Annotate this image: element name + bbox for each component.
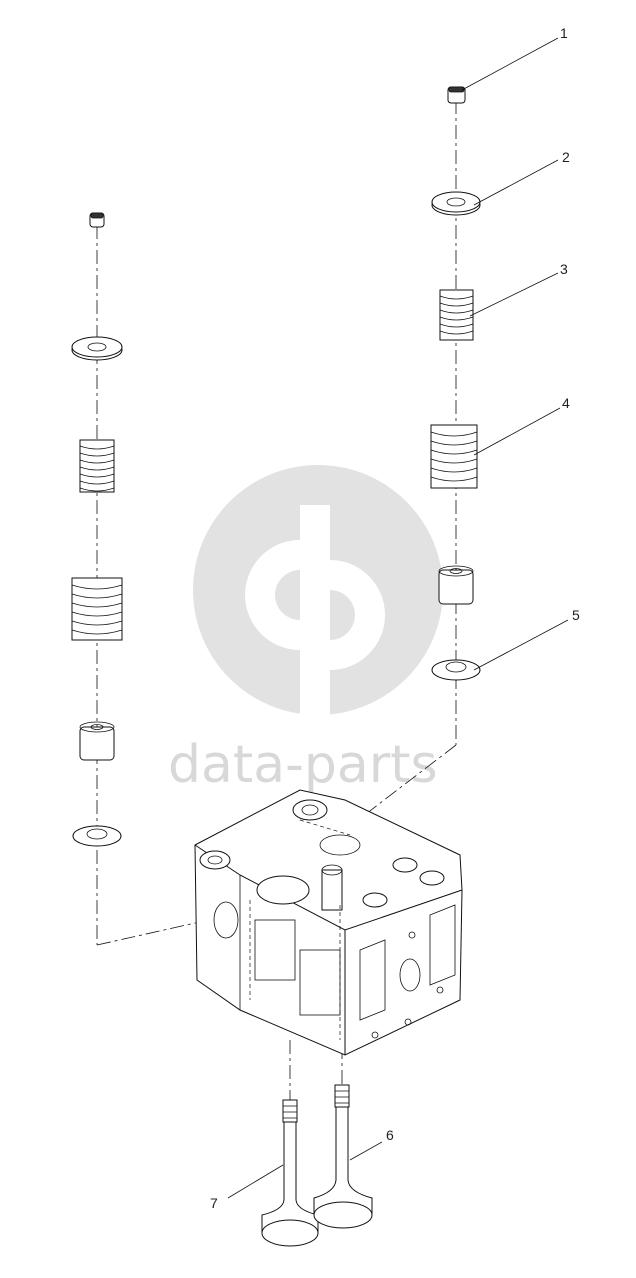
- callout-1: 1: [560, 25, 568, 41]
- valve-collet: [447, 86, 466, 104]
- left-inner-spring: [79, 439, 115, 493]
- left-outer-spring: [71, 577, 123, 641]
- left-valve-collet: [89, 212, 105, 228]
- callout-6: 6: [386, 1127, 394, 1143]
- left-spring-retainer: [71, 336, 123, 361]
- left-valve-stack: [71, 212, 123, 847]
- valve-stem-seal: [438, 565, 474, 605]
- exhaust-valve: [313, 1084, 373, 1229]
- callout-2: 2: [562, 149, 570, 165]
- cylinder-head: [194, 789, 463, 1056]
- watermark-text: data-parts: [168, 735, 438, 795]
- callout-labels: 1 2 3 4 5 6 7: [210, 25, 580, 1211]
- watermark-right-bowl: [330, 560, 385, 670]
- intake-valve: [261, 1099, 319, 1247]
- left-valve-spring-seat: [72, 825, 122, 847]
- right-valve-stack: [430, 86, 481, 681]
- valve-spring-seat: [431, 659, 481, 681]
- outer-valve-spring: [430, 424, 478, 489]
- inner-valve-spring: [439, 289, 474, 341]
- callout-leaders: [227, 37, 569, 1199]
- watermark-bar: [300, 505, 330, 730]
- left-valve-stem-seal: [79, 721, 115, 761]
- watermark: data-parts: [168, 465, 443, 795]
- callout-4: 4: [562, 395, 570, 411]
- watermark-left-bowl: [245, 540, 300, 650]
- callout-5: 5: [572, 607, 580, 623]
- callout-7: 7: [210, 1195, 218, 1211]
- callout-3: 3: [560, 261, 568, 277]
- spring-retainer: [431, 191, 481, 216]
